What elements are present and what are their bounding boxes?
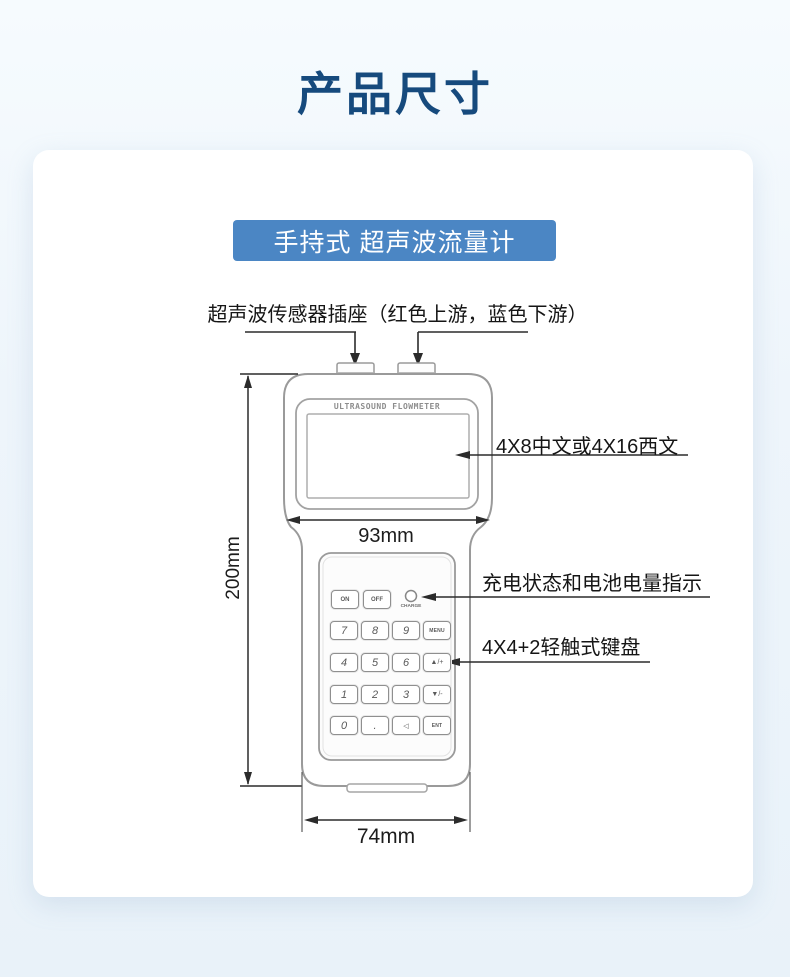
display-annotation-arrow-icon bbox=[455, 451, 470, 459]
charge-label: CHARGE bbox=[400, 603, 422, 609]
annotation-display-spec: 4X8中文或4X16西文 bbox=[496, 436, 679, 458]
product-badge: 手持式 超声波流量计 bbox=[233, 220, 556, 261]
annotation-keypad-spec: 4X4+2轻触式键盘 bbox=[482, 637, 641, 659]
bottom-tab bbox=[346, 783, 428, 793]
keypad-9-button: 9 bbox=[392, 621, 420, 640]
keypad-1-button: 1 bbox=[330, 685, 358, 704]
dim-200-arrow-down-icon bbox=[244, 772, 252, 785]
annotation-sensor-socket: 超声波传感器插座（红色上游，蓝色下游） bbox=[207, 304, 588, 326]
sensor-arrow-right-icon bbox=[413, 353, 423, 366]
dim-93-arrow-left-icon bbox=[286, 516, 300, 524]
keypad-menu-button: MENU bbox=[423, 621, 451, 640]
keypad-off-button: OFF bbox=[363, 590, 391, 609]
keypad-4-button: 4 bbox=[330, 653, 358, 672]
keypad-up-plus-button: ▲/+ bbox=[423, 653, 451, 672]
dimension-height-label: 200mm bbox=[223, 536, 244, 600]
charge-annotation-arrow-icon bbox=[421, 593, 436, 601]
keypad-3-button: 3 bbox=[392, 685, 420, 704]
keypad-back-button: ◁ bbox=[392, 716, 420, 735]
sensor-arrow-left-icon bbox=[350, 353, 360, 366]
keypad-7-button: 7 bbox=[330, 621, 358, 640]
device-brand-text: ULTRASOUND FLOWMETER bbox=[333, 402, 441, 411]
dim-200-lines bbox=[240, 373, 302, 787]
keypad-dot-button: . bbox=[361, 716, 389, 735]
keypad-6-button: 6 bbox=[392, 653, 420, 672]
dim-74-arrow-right-icon bbox=[454, 816, 468, 824]
sensor-leader-lines bbox=[245, 331, 528, 355]
keypad-on-button: ON bbox=[331, 590, 359, 609]
dimension-bottom-width-label: 74mm bbox=[356, 825, 416, 848]
page-title: 产品尺寸 bbox=[297, 68, 493, 120]
dim-93-arrow-right-icon bbox=[476, 516, 490, 524]
dim-200-arrow-up-icon bbox=[244, 375, 252, 388]
keypad-5-button: 5 bbox=[361, 653, 389, 672]
dim-74-arrow-left-icon bbox=[304, 816, 318, 824]
keypad-8-button: 8 bbox=[361, 621, 389, 640]
keypad-annotation-arrow-icon bbox=[445, 658, 460, 666]
display-screen bbox=[306, 413, 470, 499]
annotation-charge-indicator: 充电状态和电池电量指示 bbox=[482, 573, 702, 595]
charge-led-icon bbox=[404, 589, 418, 603]
dim-74-extension-lines bbox=[301, 772, 471, 832]
keypad-0-button: 0 bbox=[330, 716, 358, 735]
dimension-top-width-label: 93mm bbox=[358, 525, 414, 547]
keypad-ent-button: ENT bbox=[423, 716, 451, 735]
keypad-down-minus-button: ▼/- bbox=[423, 685, 451, 704]
keypad-2-button: 2 bbox=[361, 685, 389, 704]
